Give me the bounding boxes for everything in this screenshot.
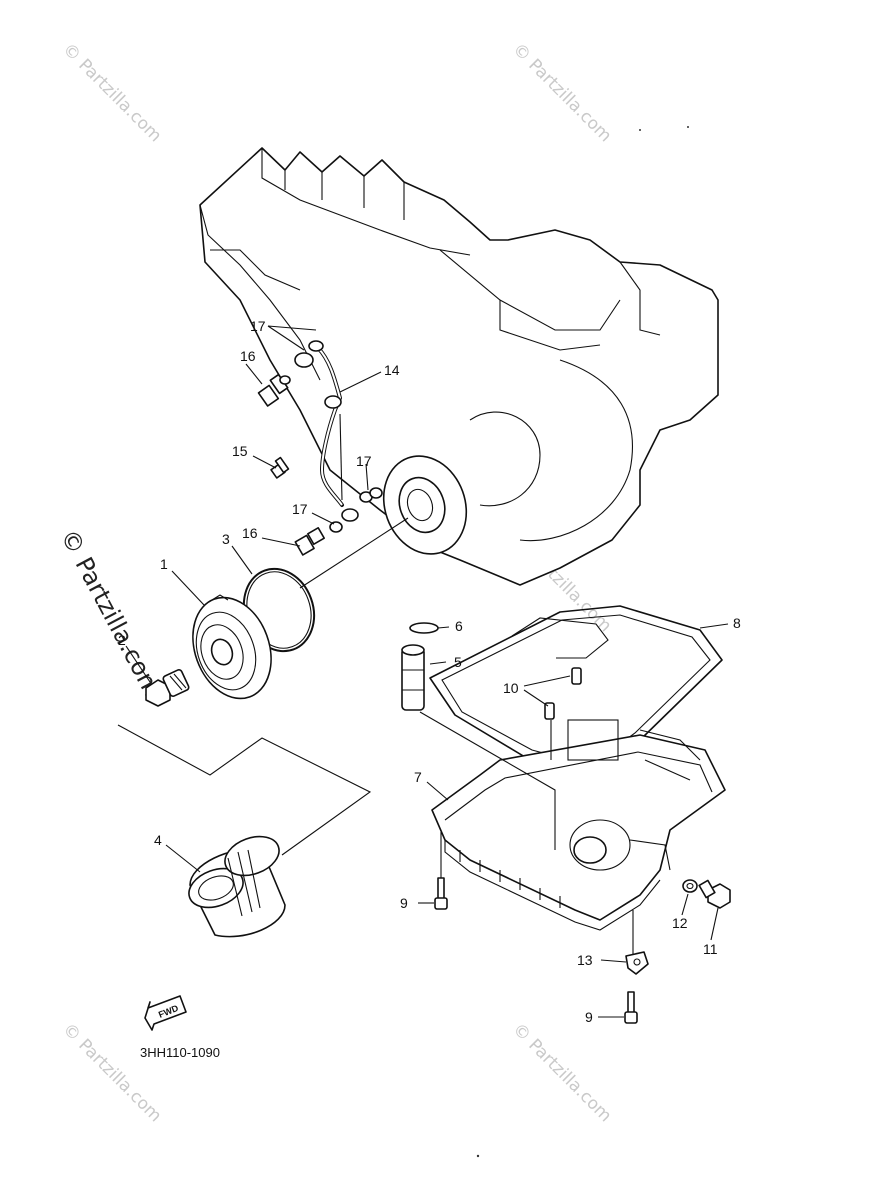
bolt-9-bottom (624, 991, 638, 1024)
callout-12: 12 (672, 915, 688, 931)
union-bolt-16-lower (294, 527, 325, 556)
callout-9-bottom: 9 (585, 1009, 593, 1025)
watermark-top-left: © Partzilla.com (58, 39, 165, 146)
watermark-bottom-left: © Partzilla.com (58, 1019, 165, 1126)
callout-3: 3 (222, 531, 230, 547)
callout-17-top: 17 (250, 318, 266, 334)
callout-13: 13 (577, 952, 593, 968)
callout-15: 15 (232, 443, 248, 459)
leaders (125, 325, 729, 1018)
engine-block (199, 147, 719, 586)
watermark-bottom-right: © Partzilla.com (508, 1019, 615, 1126)
oil-filter-4 (188, 835, 286, 938)
callout-6: 6 (455, 618, 463, 634)
bolt-15 (270, 456, 290, 479)
oil-pipe-14 (294, 340, 359, 522)
callout-17-lower: 17 (292, 501, 308, 517)
callout-10: 10 (503, 680, 519, 696)
callout-4: 4 (154, 832, 162, 848)
gasket-12 (682, 879, 698, 893)
drawing-code: 3HH110-1090 (140, 1045, 220, 1060)
specks (476, 126, 689, 1158)
callout-14: 14 (384, 362, 400, 378)
oil-cooler-1 (192, 594, 272, 700)
dowel-pins-10 (544, 667, 582, 720)
callout-7: 7 (414, 769, 422, 785)
union-bolt-16-upper (257, 373, 291, 407)
fwd-arrow-icon: FWD (144, 995, 187, 1031)
callout-1: 1 (160, 556, 168, 572)
callout-11: 11 (703, 941, 718, 957)
strainer-5 (401, 644, 425, 711)
callout-16-lower: 16 (242, 525, 258, 541)
callout-16-upper: 16 (240, 348, 256, 364)
bolt-9-left (434, 877, 448, 910)
callouts: 1 2 3 4 5 6 7 8 9 9 10 11 12 13 14 15 16… (118, 318, 741, 1025)
union-bolt-2 (145, 668, 190, 707)
drain-bolt-11 (698, 879, 731, 909)
assembly-lines (117, 413, 634, 955)
gasket-6 (409, 622, 439, 634)
clamp-13 (625, 951, 649, 975)
oil-pan-7 (431, 719, 726, 931)
callout-5: 5 (454, 654, 462, 670)
callout-8: 8 (733, 615, 741, 631)
callout-9-left: 9 (400, 895, 408, 911)
callout-17-middle: 17 (356, 453, 372, 469)
callout-2: 2 (118, 632, 126, 648)
watermark-vertical: © Partzilla.com (55, 525, 167, 702)
watermark-top-right: © Partzilla.com (508, 39, 615, 146)
gaskets-17 (329, 487, 383, 533)
